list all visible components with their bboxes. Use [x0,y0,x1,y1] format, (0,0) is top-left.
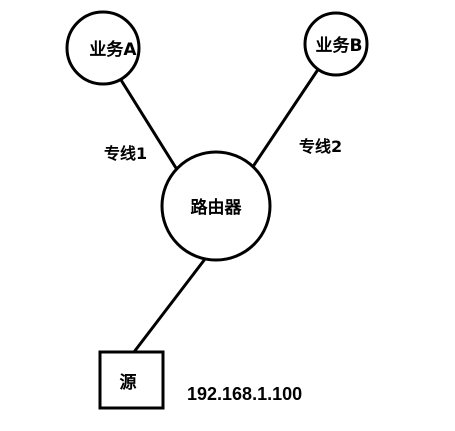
link-service-b-router [250,69,319,170]
node-service-a: 业务A [65,10,141,86]
link-line1-label: 专线1 [104,144,147,163]
link-service-a-router [119,78,183,178]
node-router-circle [160,150,272,262]
node-service-b-label: 业务B [316,35,363,56]
link-router-source [132,257,207,354]
node-router: 路由器 [160,150,272,262]
node-service-a-circle [65,10,141,86]
node-service-a-label: 业务A [89,39,137,60]
node-router-label: 路由器 [191,197,243,218]
node-source-box [98,350,165,410]
link-line2-label: 专线2 [299,137,342,156]
source-ip-address: 192.168.1.100 [187,384,302,404]
node-source-label: 源 [120,372,137,393]
node-service-b-circle [303,11,369,77]
node-service-b: 业务B [303,11,369,77]
node-source: 源 [98,350,165,410]
